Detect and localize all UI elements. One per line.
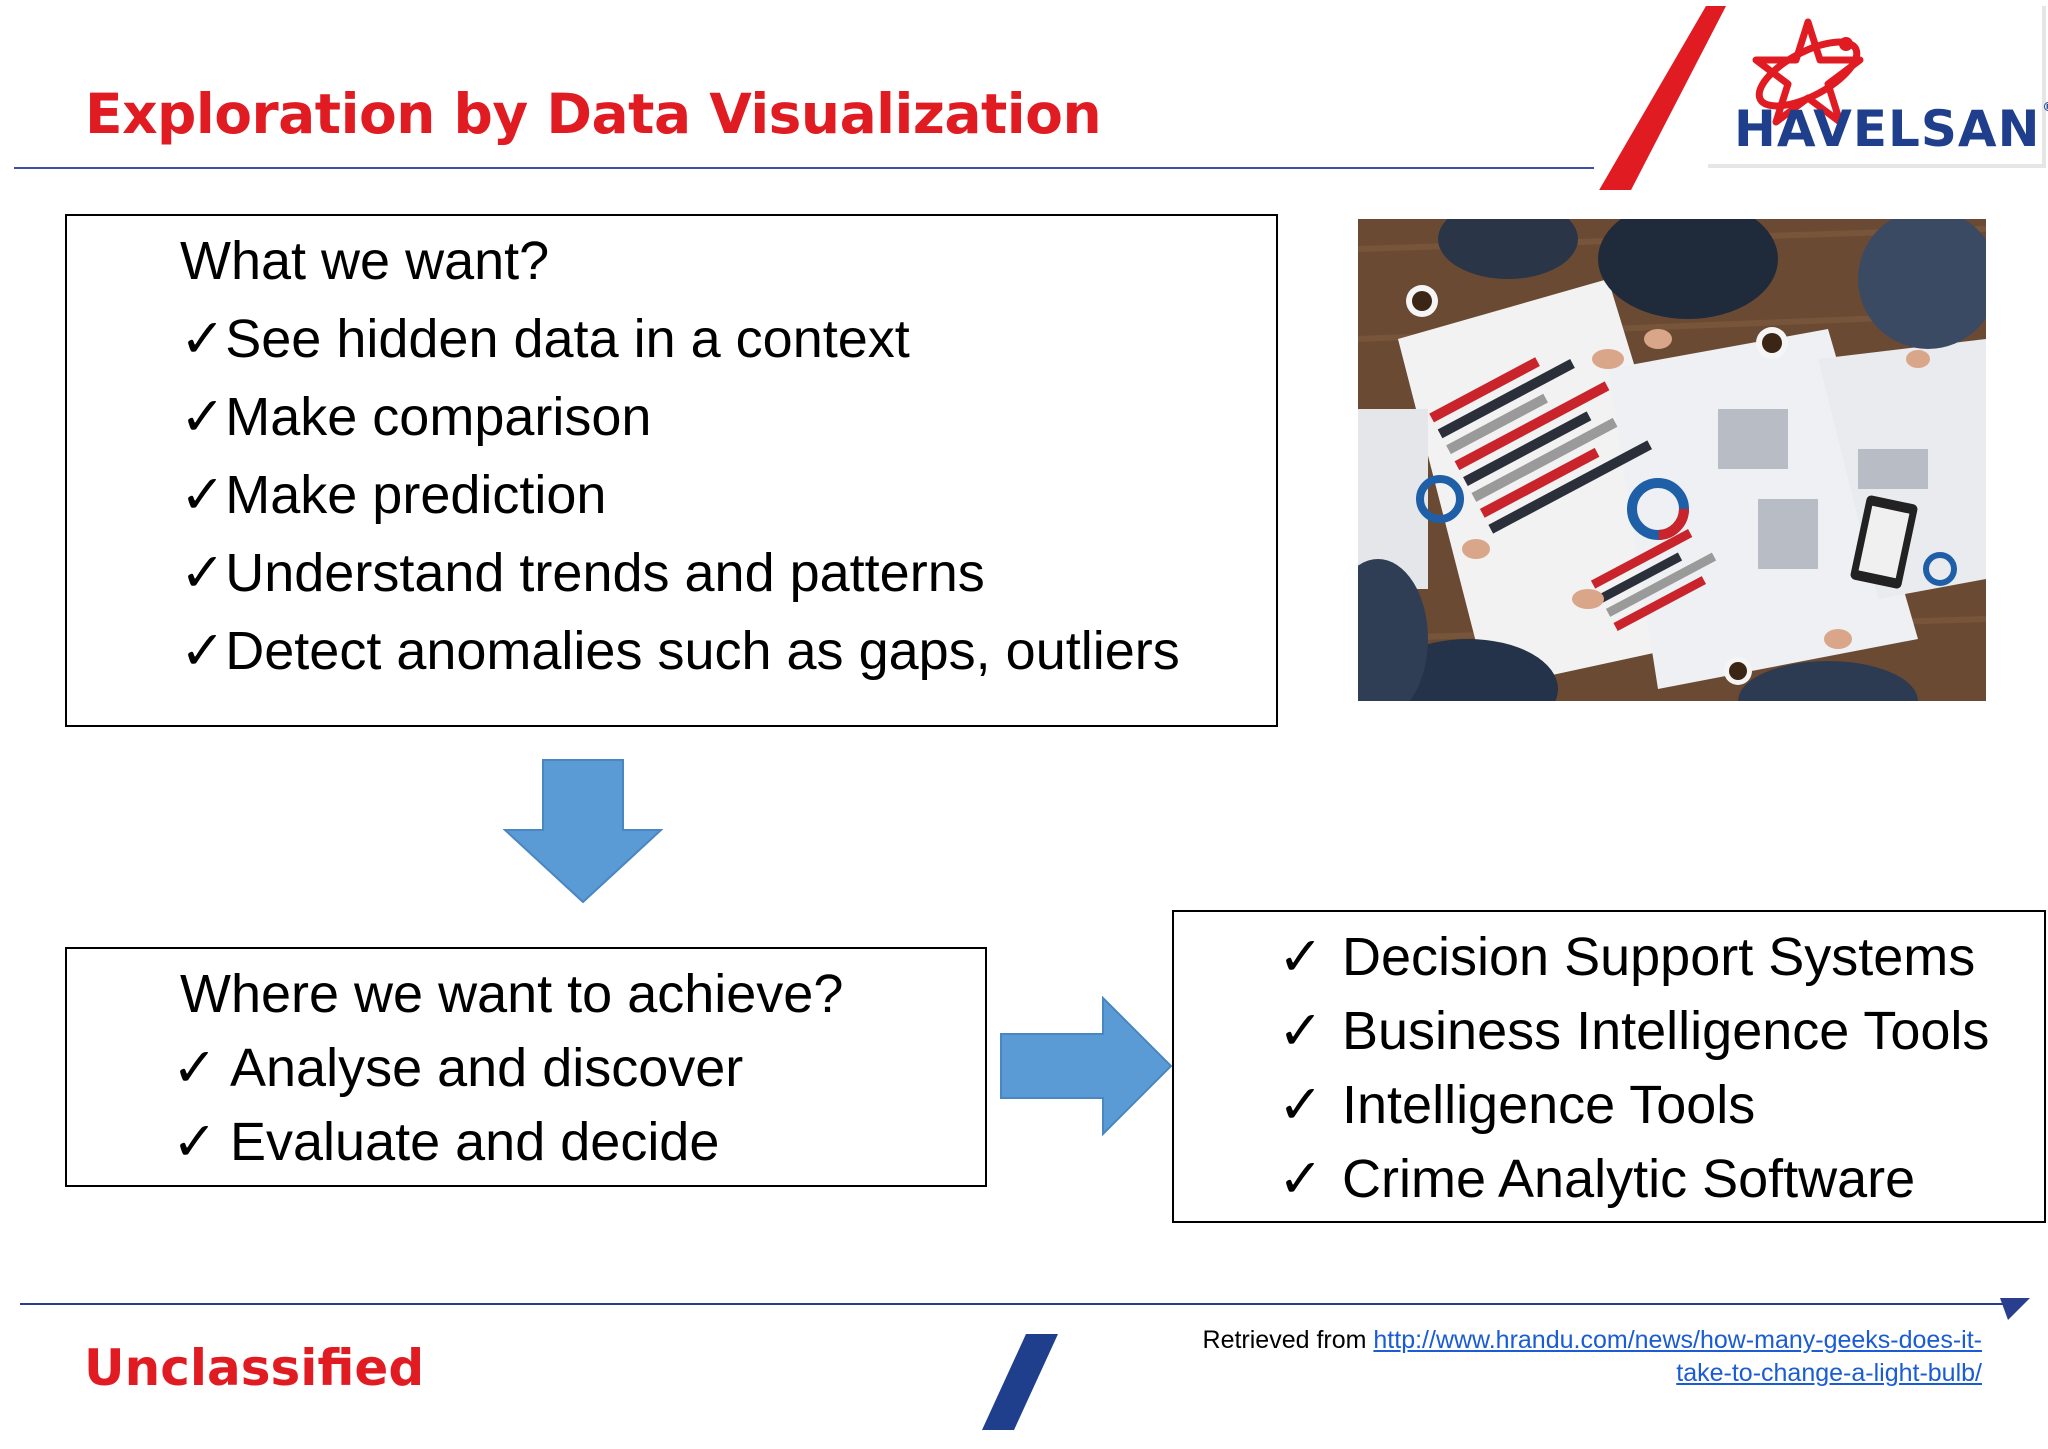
goal-item: ✓See hidden data in a context: [180, 300, 1180, 378]
check-icon: ✓: [1278, 925, 1324, 988]
check-icon: ✓: [1278, 999, 1324, 1062]
check-icon: ✓: [180, 463, 226, 526]
tool-item: ✓Crime Analytic Software: [1278, 1142, 1989, 1216]
achieve-item: ✓Analyse and discover: [172, 1031, 843, 1105]
check-icon: ✓: [1278, 1147, 1324, 1210]
tools-box: [1172, 910, 2046, 1223]
check-icon: ✓: [180, 385, 226, 448]
down-arrow-icon: [503, 759, 663, 904]
source-citation: Retrieved from http://www.hrandu.com/new…: [1203, 1324, 1982, 1390]
goals-heading: What we want?: [180, 231, 550, 291]
source-link[interactable]: http://www.hrandu.com/news/how-many-geek…: [1373, 1326, 1982, 1354]
meeting-photo: [1358, 219, 1986, 701]
goals-list: What we want? ✓See hidden data in a cont…: [180, 222, 1180, 690]
tool-item: ✓Business Intelligence Tools: [1278, 994, 1989, 1068]
check-icon: ✓: [1278, 1073, 1324, 1136]
goal-item: ✓Detect anomalies such as gaps, outliers: [180, 612, 1180, 690]
tool-item: ✓Decision Support Systems: [1278, 920, 1989, 994]
achieve-item: ✓Evaluate and decide: [172, 1105, 843, 1179]
tool-item: ✓Intelligence Tools: [1278, 1068, 1989, 1142]
havelsan-logo: [1599, 6, 2046, 190]
goal-item: ✓Understand trends and patterns: [180, 534, 1180, 612]
check-icon: ✓: [172, 1036, 218, 1099]
footer-slash-mark: [982, 1334, 1058, 1430]
logo-wordmark: HAVELSAN®: [1734, 100, 2048, 158]
footer-divider: [20, 1303, 2010, 1305]
slide-title: Exploration by Data Visualization: [85, 82, 1102, 146]
check-icon: ✓: [172, 1110, 218, 1173]
source-prefix: Retrieved from: [1202, 1326, 1374, 1354]
achieve-box: [65, 947, 987, 1187]
footer-corner-mark: [2000, 1298, 2030, 1320]
classification-label: Unclassified: [84, 1339, 425, 1397]
title-divider: [14, 167, 1594, 169]
check-icon: ✓: [180, 307, 226, 370]
check-icon: ✓: [180, 619, 226, 682]
source-link-cont[interactable]: take-to-change-a-light-bulb/: [1676, 1359, 1982, 1387]
tools-list: ✓Decision Support Systems ✓Business Inte…: [1278, 920, 1989, 1216]
achieve-list: Where we want to achieve? ✓Analyse and d…: [172, 958, 844, 1179]
achieve-heading: Where we want to achieve?: [180, 964, 844, 1024]
goal-item: ✓Make comparison: [180, 378, 1180, 456]
right-arrow-icon: [1000, 996, 1173, 1136]
check-icon: ✓: [180, 541, 226, 604]
goals-box: [65, 214, 1278, 727]
goal-item: ✓Make prediction: [180, 456, 1180, 534]
